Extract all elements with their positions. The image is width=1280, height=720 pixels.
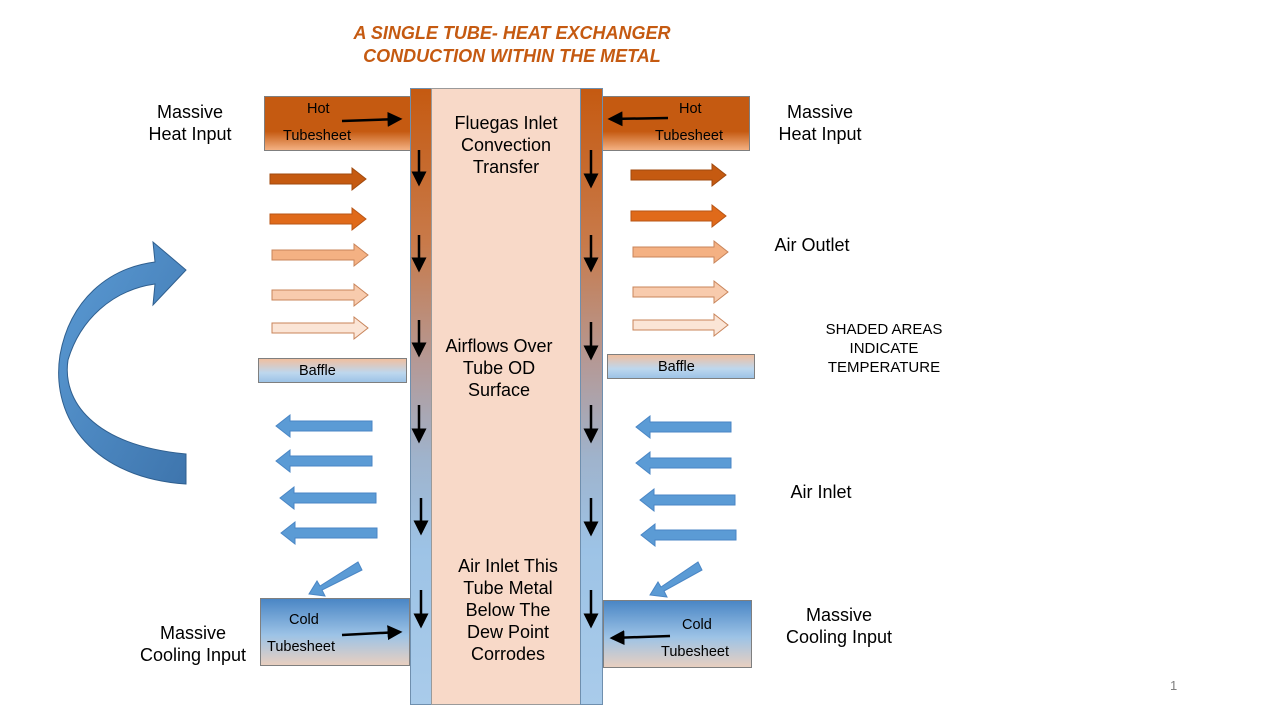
diagram-title-line-2: CONDUCTION WITHIN THE METAL xyxy=(363,46,661,66)
air-outlet-arrow-left-3 xyxy=(271,242,369,268)
air-inlet-arrow-left-4 xyxy=(280,520,378,546)
heat-arrow-hot-right xyxy=(607,111,669,127)
air-outlet-arrow-right-5 xyxy=(632,312,729,338)
air-inlet-arrow-right-1 xyxy=(635,414,732,440)
air-inlet-arrow-left-1 xyxy=(275,413,373,439)
diagonal-arrow-left xyxy=(308,561,363,597)
page-number: 1 xyxy=(1170,678,1178,693)
cold-tubesheet-right: Cold Tubesheet xyxy=(603,600,752,668)
tube-wall-right xyxy=(580,88,603,705)
diagram-title-line-1: A SINGLE TUBE- HEAT EXCHANGER xyxy=(353,23,671,43)
diagonal-arrow-right xyxy=(649,561,703,598)
hot-tubesheet-right: Hot Tubesheet xyxy=(602,96,750,151)
air-inlet-label: Air Inlet xyxy=(790,482,852,502)
baffle-right: Baffle xyxy=(607,354,755,379)
air-outlet-arrow-left-2 xyxy=(269,206,367,232)
air-inlet-arrow-left-3 xyxy=(279,485,377,511)
heat-arrow-cold-right xyxy=(609,630,671,646)
air-outlet-arrow-right-1 xyxy=(630,162,727,188)
air-outlet-arrow-left-1 xyxy=(269,166,367,192)
air-outlet-arrow-right-3 xyxy=(632,239,729,265)
heat-arrow-cold-left xyxy=(341,625,403,641)
air-inlet-arrow-left-2 xyxy=(275,448,373,474)
air-inlet-arrow-right-2 xyxy=(635,450,732,476)
air-inlet-arrow-right-3 xyxy=(639,487,736,513)
air-outlet-arrow-right-4 xyxy=(632,279,729,305)
air-inlet-arrow-right-4 xyxy=(640,522,737,548)
wall-conduction-arrows xyxy=(411,150,599,629)
tube-interior xyxy=(431,88,581,705)
air-outlet-arrow-right-2 xyxy=(630,203,727,229)
air-outlet-label: Air Outlet xyxy=(774,235,850,255)
heat-arrow-hot-left xyxy=(341,111,403,127)
baffle-left: Baffle xyxy=(258,358,407,383)
air-outlet-arrow-left-4 xyxy=(271,282,369,308)
recirculation-loop-arrow xyxy=(58,240,187,485)
air-outlet-arrow-left-5 xyxy=(271,315,369,341)
